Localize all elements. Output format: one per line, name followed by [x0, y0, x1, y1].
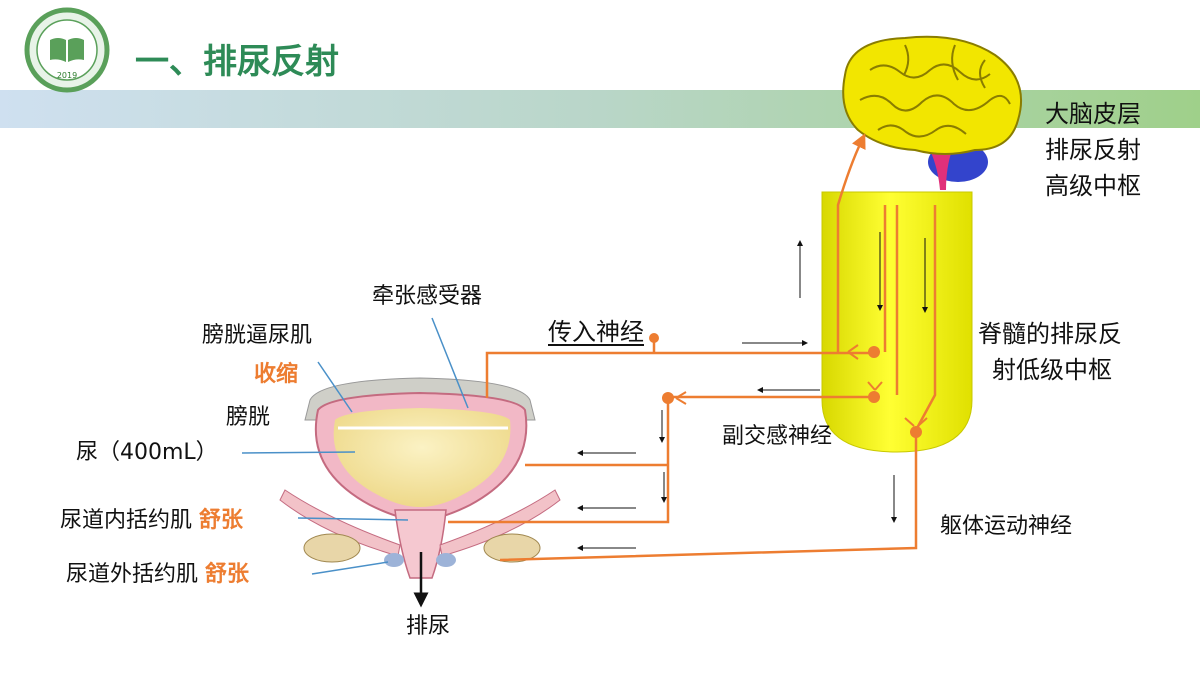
logo-year: 2019 — [57, 71, 77, 80]
detrusor-label: 膀胱逼尿肌 — [202, 323, 313, 348]
external-sphincter-label: 尿道外括约肌 舒张 — [66, 562, 249, 588]
detrusor-state: 收缩 — [254, 362, 299, 387]
parasympathetic-label: 副交感神经 — [722, 424, 833, 449]
somatic-motor-label: 躯体运动神经 — [940, 514, 1073, 539]
somatic-motor-nerve — [499, 432, 918, 562]
synapse-forks — [675, 344, 928, 427]
logo: 2019 — [24, 7, 110, 93]
spinal-label-line: 射低级中枢 — [992, 356, 1112, 384]
brain-illustration — [842, 35, 1023, 190]
bladder-illustration — [279, 377, 561, 579]
internal-sphincter-label: 尿道内括约肌 舒张 — [60, 508, 243, 534]
afferent-nerve — [485, 351, 873, 398]
bladder-label: 膀胱 — [226, 405, 271, 430]
pointer-lines — [241, 317, 469, 575]
book-icon — [50, 38, 84, 62]
synapse-dots — [649, 333, 922, 438]
external-sphincter-name: 尿道外括约肌 — [66, 562, 199, 587]
descending-tract-3 — [914, 205, 937, 431]
page-title: 一、排尿反射 — [135, 42, 339, 82]
brain-label-line: 排尿反射 — [1045, 136, 1141, 164]
parasympathetic-nerve — [448, 395, 873, 524]
external-sphincter-state: 舒张 — [205, 562, 250, 587]
internal-sphincter-state: 舒张 — [199, 508, 244, 533]
internal-sphincter-name: 尿道内括约肌 — [60, 508, 193, 533]
direction-arrows — [577, 232, 928, 551]
nerve-paths — [448, 133, 937, 562]
afferent-nerve-label: 传入神经 — [548, 318, 644, 346]
stretch-receptor-label: 牵张感受器 — [372, 284, 483, 309]
brain-label-line: 高级中枢 — [1045, 172, 1141, 200]
ascending-tract — [836, 133, 866, 352]
urine-label: 尿（400mL） — [76, 440, 218, 465]
brain-label-line: 大脑皮层 — [1045, 100, 1141, 128]
spinal-center-label: 脊髓的排尿反 射低级中枢 — [978, 316, 1122, 388]
brain-label: 大脑皮层 排尿反射 高级中枢 — [1045, 96, 1141, 204]
urination-label: 排尿 — [406, 614, 451, 639]
spinal-label-line: 脊髓的排尿反 — [978, 320, 1122, 348]
